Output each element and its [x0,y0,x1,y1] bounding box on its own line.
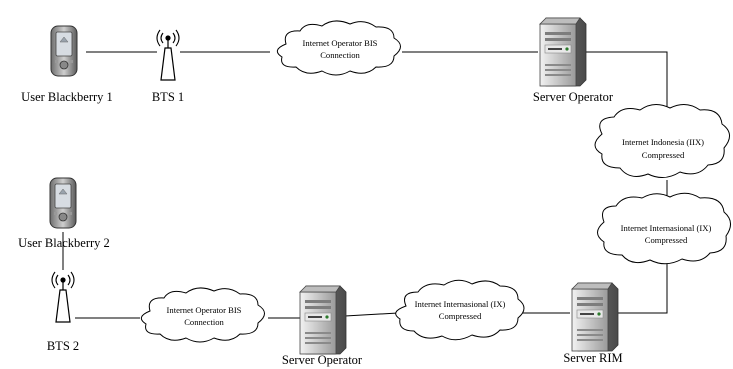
cloud-iix-line1: Internet Indonesia (IIX) [622,137,704,147]
link-server-top-cloud-iix [586,51,668,108]
cloud-icon [395,279,525,341]
link-cloud-ix-right-server-rim [612,260,668,314]
cloud-ix-bottom-line2: Compressed [439,311,482,321]
cloud-bis-bottom: Internet Operator BIS Connection [140,287,265,343]
server-icon [299,285,347,355]
bts-tower-icon [51,271,75,323]
user-blackberry-2-label: User Blackberry 2 [18,236,110,250]
connection-lines [62,51,668,319]
cloud-icon [597,192,731,265]
server-operator-bottom: Server Operator [282,285,363,367]
cloud-bis-top-line1: Internet Operator BIS [303,38,378,48]
cloud-bis-top-line2: Connection [320,50,360,60]
server-operator-top-label: Server Operator [533,90,614,104]
cloud-ix-bottom: Internet Internasional (IX) Compressed [395,279,525,341]
cloud-bis-top: Internet Operator BIS Connection [276,20,401,76]
bts-1: BTS 1 [152,29,184,104]
server-icon [539,17,587,87]
link-server-bottom-cloud-ix-bottom [344,312,399,317]
server-operator-bottom-label: Server Operator [282,353,363,367]
bts-2: BTS 2 [47,271,79,353]
cloud-ix-right-line1: Internet Internasional (IX) [621,223,712,233]
cloud-ix-right: Internet Internasional (IX) Compressed [597,192,731,265]
bts-tower-icon [156,29,180,81]
server-operator-top: Server Operator [533,17,614,104]
cloud-ix-right-line2: Compressed [645,235,688,245]
cloud-bis-bottom-line2: Connection [184,317,224,327]
blackberry-device-icon [49,177,77,229]
cloud-iix-line2: Compressed [642,150,685,160]
user-blackberry-2: User Blackberry 2 [18,177,110,250]
bts-2-label: BTS 2 [47,339,79,353]
blackberry-device-icon [50,25,78,77]
cloud-icon [594,104,730,178]
cloud-iix: Internet Indonesia (IIX) Compressed [594,104,730,178]
user-blackberry-1-label: User Blackberry 1 [21,90,113,104]
cloud-icon [140,287,265,343]
server-rim: Server RIM [563,282,623,365]
bts-1-label: BTS 1 [152,90,184,104]
cloud-icon [276,20,401,76]
server-rim-label: Server RIM [563,351,622,365]
cloud-ix-bottom-line1: Internet Internasional (IX) [415,299,506,309]
cloud-bis-bottom-line1: Internet Operator BIS [167,305,242,315]
server-icon [571,282,619,352]
user-blackberry-1: User Blackberry 1 [21,25,113,104]
